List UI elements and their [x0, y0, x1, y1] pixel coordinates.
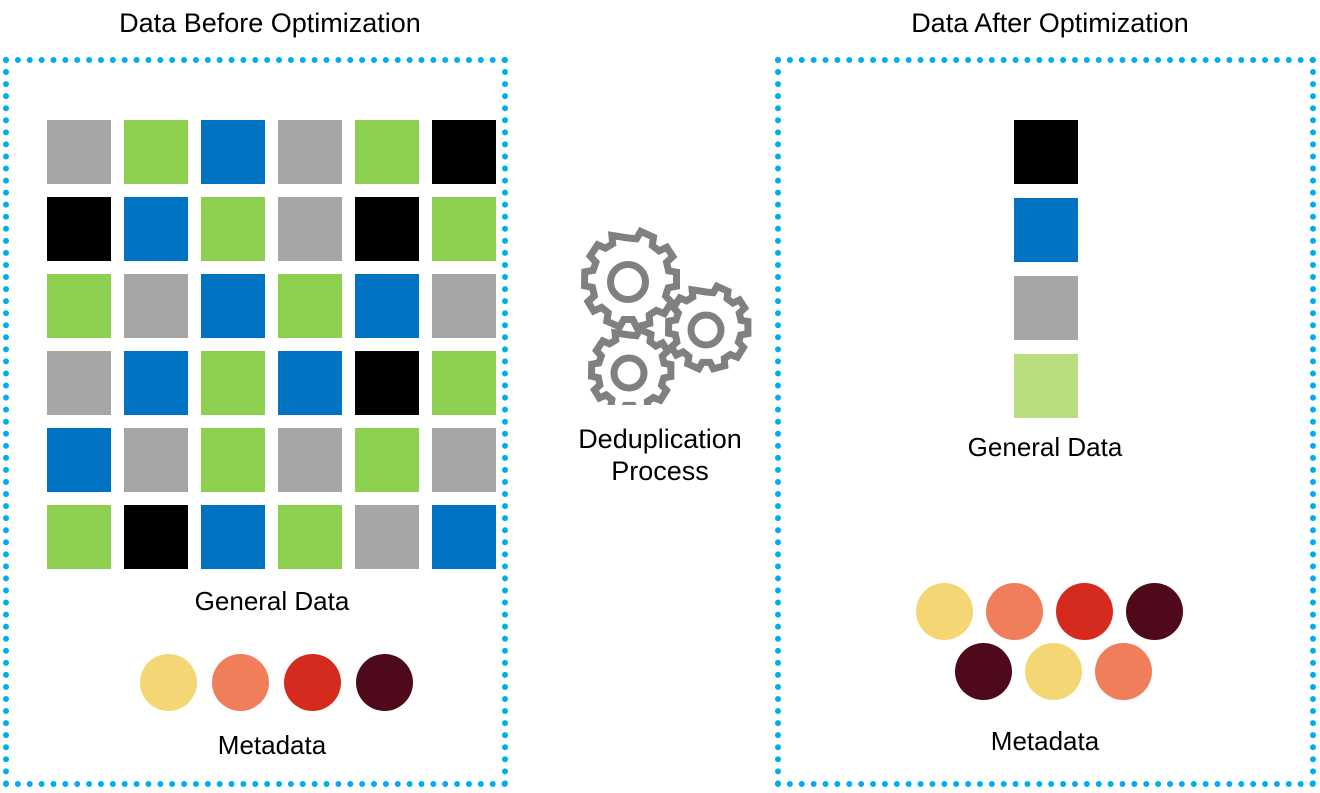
metadata-dot-yellow — [916, 583, 973, 640]
metadata-dot-salmon — [1095, 643, 1152, 700]
data-grid-after — [1014, 120, 1078, 418]
process-label: Deduplication Process — [540, 424, 780, 488]
metadata-dot-maroon — [955, 643, 1012, 700]
metadata-dot-yellow — [140, 654, 197, 711]
metadata-dot-salmon — [986, 583, 1043, 640]
gears-icon — [565, 220, 765, 417]
data-block-green — [201, 351, 265, 415]
process-label-line1: Deduplication — [578, 424, 742, 454]
metadata-dots-after-row2 — [955, 643, 1152, 700]
page-title-before: Data Before Optimization — [119, 8, 421, 38]
data-block-gray — [47, 120, 111, 184]
data-block-green — [201, 428, 265, 492]
data-block-green — [355, 428, 419, 492]
data-block-blue — [432, 505, 496, 569]
data-block-green — [47, 274, 111, 338]
data-block-gray — [278, 428, 342, 492]
data-block-gray — [1014, 276, 1078, 340]
data-block-green_light — [1014, 354, 1078, 418]
data-block-gray — [278, 120, 342, 184]
metadata-dots-after-row1 — [916, 583, 1183, 640]
data-block-gray — [47, 351, 111, 415]
label-metadata-before: Metadata — [217, 730, 327, 760]
data-block-green — [278, 274, 342, 338]
data-block-green — [432, 351, 496, 415]
data-block-green — [355, 120, 419, 184]
page-title-after: Data After Optimization — [911, 8, 1189, 38]
data-block-gray — [278, 197, 342, 261]
panel-data-after-optimization — [775, 57, 1316, 787]
data-grid-before — [47, 120, 497, 569]
data-block-blue — [201, 505, 265, 569]
data-block-gray — [124, 428, 188, 492]
data-block-black — [355, 351, 419, 415]
data-block-gray — [432, 428, 496, 492]
data-block-green — [201, 197, 265, 261]
data-block-black — [432, 120, 496, 184]
data-block-blue — [47, 428, 111, 492]
data-block-gray — [355, 505, 419, 569]
data-block-blue — [124, 197, 188, 261]
metadata-dot-red — [1056, 583, 1113, 640]
data-block-green — [124, 120, 188, 184]
metadata-dot-salmon — [212, 654, 269, 711]
data-block-blue — [201, 274, 265, 338]
metadata-dot-yellow — [1025, 643, 1082, 700]
data-block-blue — [355, 274, 419, 338]
data-block-gray — [124, 274, 188, 338]
label-metadata-after: Metadata — [990, 726, 1100, 756]
data-block-blue — [124, 351, 188, 415]
data-block-green — [432, 197, 496, 261]
process-label-line2: Process — [611, 455, 709, 486]
metadata-dots-before — [140, 654, 413, 711]
label-general-data-after: General Data — [967, 432, 1123, 462]
data-block-green — [47, 505, 111, 569]
data-block-green — [278, 505, 342, 569]
data-block-blue — [1014, 198, 1078, 262]
label-general-data-before: General Data — [194, 586, 350, 616]
metadata-dot-maroon — [1126, 583, 1183, 640]
data-block-black — [47, 197, 111, 261]
data-block-gray — [432, 274, 496, 338]
metadata-dot-red — [284, 654, 341, 711]
data-block-black — [355, 197, 419, 261]
panel-data-before-optimization — [3, 57, 508, 787]
data-block-black — [1014, 120, 1078, 184]
data-block-blue — [278, 351, 342, 415]
data-block-blue — [201, 120, 265, 184]
data-block-black — [124, 505, 188, 569]
metadata-dot-maroon — [356, 654, 413, 711]
